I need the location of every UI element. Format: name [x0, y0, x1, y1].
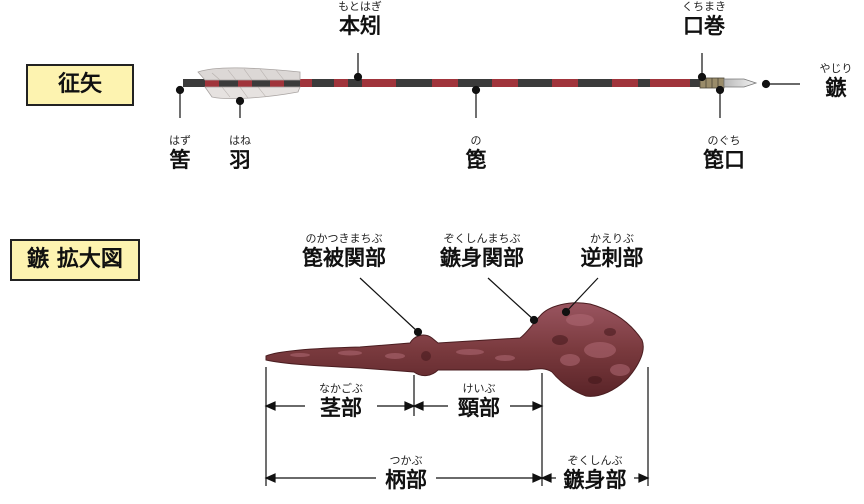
text-nakagobu: 茎部 [320, 396, 362, 420]
text-yajiri: 鏃 [825, 76, 847, 100]
label-kuchimaki: くちまき 口巻 [682, 0, 726, 38]
text-no: 箆 [465, 148, 487, 172]
text-zokushinmachibu: 鏃身関部 [440, 246, 524, 270]
ruby-tsukabu: つかぶ [389, 454, 423, 467]
text-keibu: 頸部 [458, 396, 500, 420]
title-enlarged: 鏃 拡大図 [10, 239, 140, 281]
label-nakagobu: なかごぶ 茎部 [319, 382, 363, 420]
ruby-kuchimaki: くちまき [682, 0, 726, 13]
ruby-keibu: けいぶ [462, 382, 496, 395]
label-hane: はね 羽 [229, 134, 251, 172]
ruby-zokushinbu: ぞくしんぶ [567, 454, 623, 467]
arrow-illustration [183, 67, 758, 99]
ruby-nakagobu: なかごぶ [319, 382, 363, 395]
ruby-zokushinmachibu: ぞくしんまちぶ [443, 232, 521, 245]
ruby-motohagi: もとはぎ [338, 0, 382, 13]
label-tsukabu: つかぶ 柄部 [385, 454, 427, 492]
label-keibu: けいぶ 頸部 [458, 382, 500, 420]
text-kaeribu: 逆刺部 [580, 246, 644, 270]
head-leaders [359, 277, 599, 337]
text-kuchimaki: 口巻 [683, 14, 725, 38]
ruby-yajiri: やじり [819, 62, 853, 75]
feather [197, 67, 301, 81]
label-nokatsukimachibu: のかつきまちぶ 箆被関部 [302, 232, 386, 270]
ruby-hazu: はず [169, 134, 191, 147]
arrow-leaders [175, 53, 800, 118]
text-hane: 羽 [229, 148, 251, 172]
ruby-no: の [470, 134, 482, 147]
ruby-nokatsukimachibu: のかつきまちぶ [305, 232, 383, 245]
arrowhead-body [265, 302, 644, 397]
label-hazu: はず 筈 [169, 134, 191, 172]
text-noguchi: 箆口 [703, 148, 745, 172]
ruby-hane: はね [229, 134, 251, 147]
ruby-noguchi: のぐち [707, 134, 741, 147]
label-motohagi: もとはぎ 本矧 [338, 0, 382, 38]
label-zokushinbu: ぞくしんぶ 鏃身部 [564, 454, 627, 492]
text-nokatsukimachibu: 箆被関部 [302, 246, 386, 270]
label-noguchi: のぐち 箆口 [703, 134, 745, 172]
text-hazu: 筈 [169, 148, 191, 172]
ruby-kaeribu: かえりぶ [590, 232, 634, 245]
arrow-tip [723, 78, 758, 88]
shaft-red-bands [205, 79, 690, 87]
label-zokushinmachibu: ぞくしんまちぶ 鏃身関部 [440, 232, 524, 270]
dimension-lines [264, 367, 650, 486]
label-yajiri: やじり 鏃 [820, 62, 853, 100]
label-kaeribu: かえりぶ 逆刺部 [581, 232, 644, 270]
arrowhead-illustration [265, 302, 644, 397]
title-arrow: 征矢 [26, 64, 134, 106]
text-zokushinbu: 鏃身部 [563, 468, 627, 492]
label-no: の 箆 [466, 134, 487, 172]
text-tsukabu: 柄部 [385, 468, 427, 492]
text-motohagi: 本矧 [339, 14, 381, 38]
feather-lower [204, 86, 301, 99]
